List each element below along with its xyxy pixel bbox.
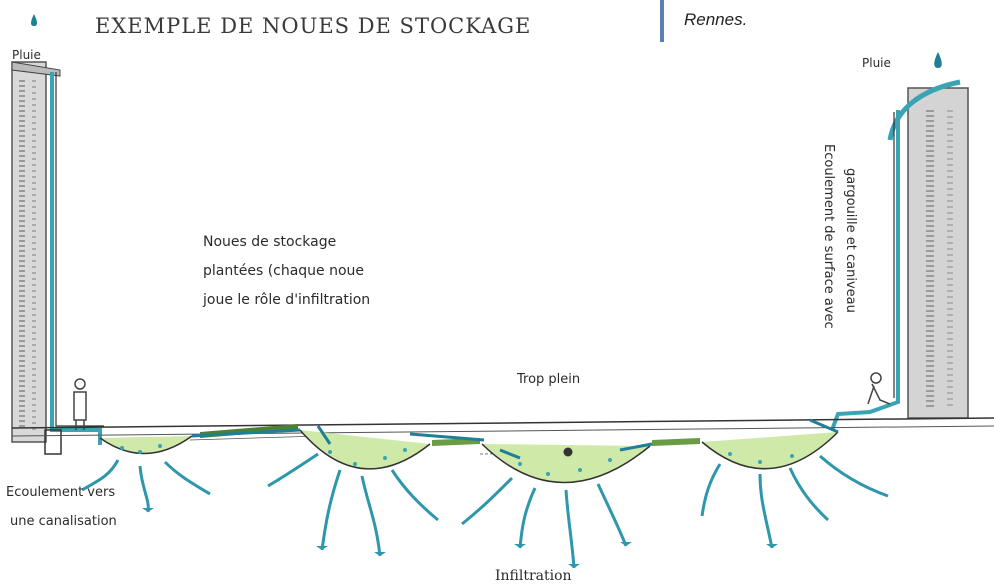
person-icon <box>74 379 86 430</box>
arrowheads <box>142 508 778 568</box>
person-icon <box>868 373 890 404</box>
swale <box>702 432 838 469</box>
right-building <box>890 82 968 418</box>
diagram-title: EXEMPLE DE NOUES DE STOCKAGE <box>95 14 531 38</box>
flow-to-pipe-label-line1: Ecoulement vers <box>6 485 115 500</box>
overflow-label: Trop plein <box>517 372 580 387</box>
rain-label-left: Pluie <box>12 48 41 62</box>
grass-strips <box>200 424 700 446</box>
flow-to-pipe-label-line2: une canalisation <box>10 514 117 529</box>
right-downpipe <box>832 110 898 430</box>
swales-description-line: joue le rôle d'infiltration <box>203 286 443 315</box>
rain-label-right: Pluie <box>862 56 891 70</box>
infiltration-label: Infiltration <box>495 568 572 584</box>
raindrop-icon <box>31 14 37 26</box>
surface-flow-label-line2: gargouille et caniveau <box>843 168 858 313</box>
caption-box: Rennes. <box>660 0 994 42</box>
swale <box>300 430 430 469</box>
overflow-drain <box>564 448 573 457</box>
swales-description: Noues de stockage plantées (chaque noue … <box>203 228 443 315</box>
surface-flow-label-line1: Ecoulement de surface avec <box>821 144 836 329</box>
swales-description-line: Noues de stockage <box>203 228 443 257</box>
swales-description-line: plantées (chaque noue <box>203 257 443 286</box>
caption-text: Rennes. <box>684 10 747 30</box>
raindrop-icon <box>934 52 942 68</box>
infiltration-arrow-icon <box>82 454 888 568</box>
swale <box>100 436 192 454</box>
